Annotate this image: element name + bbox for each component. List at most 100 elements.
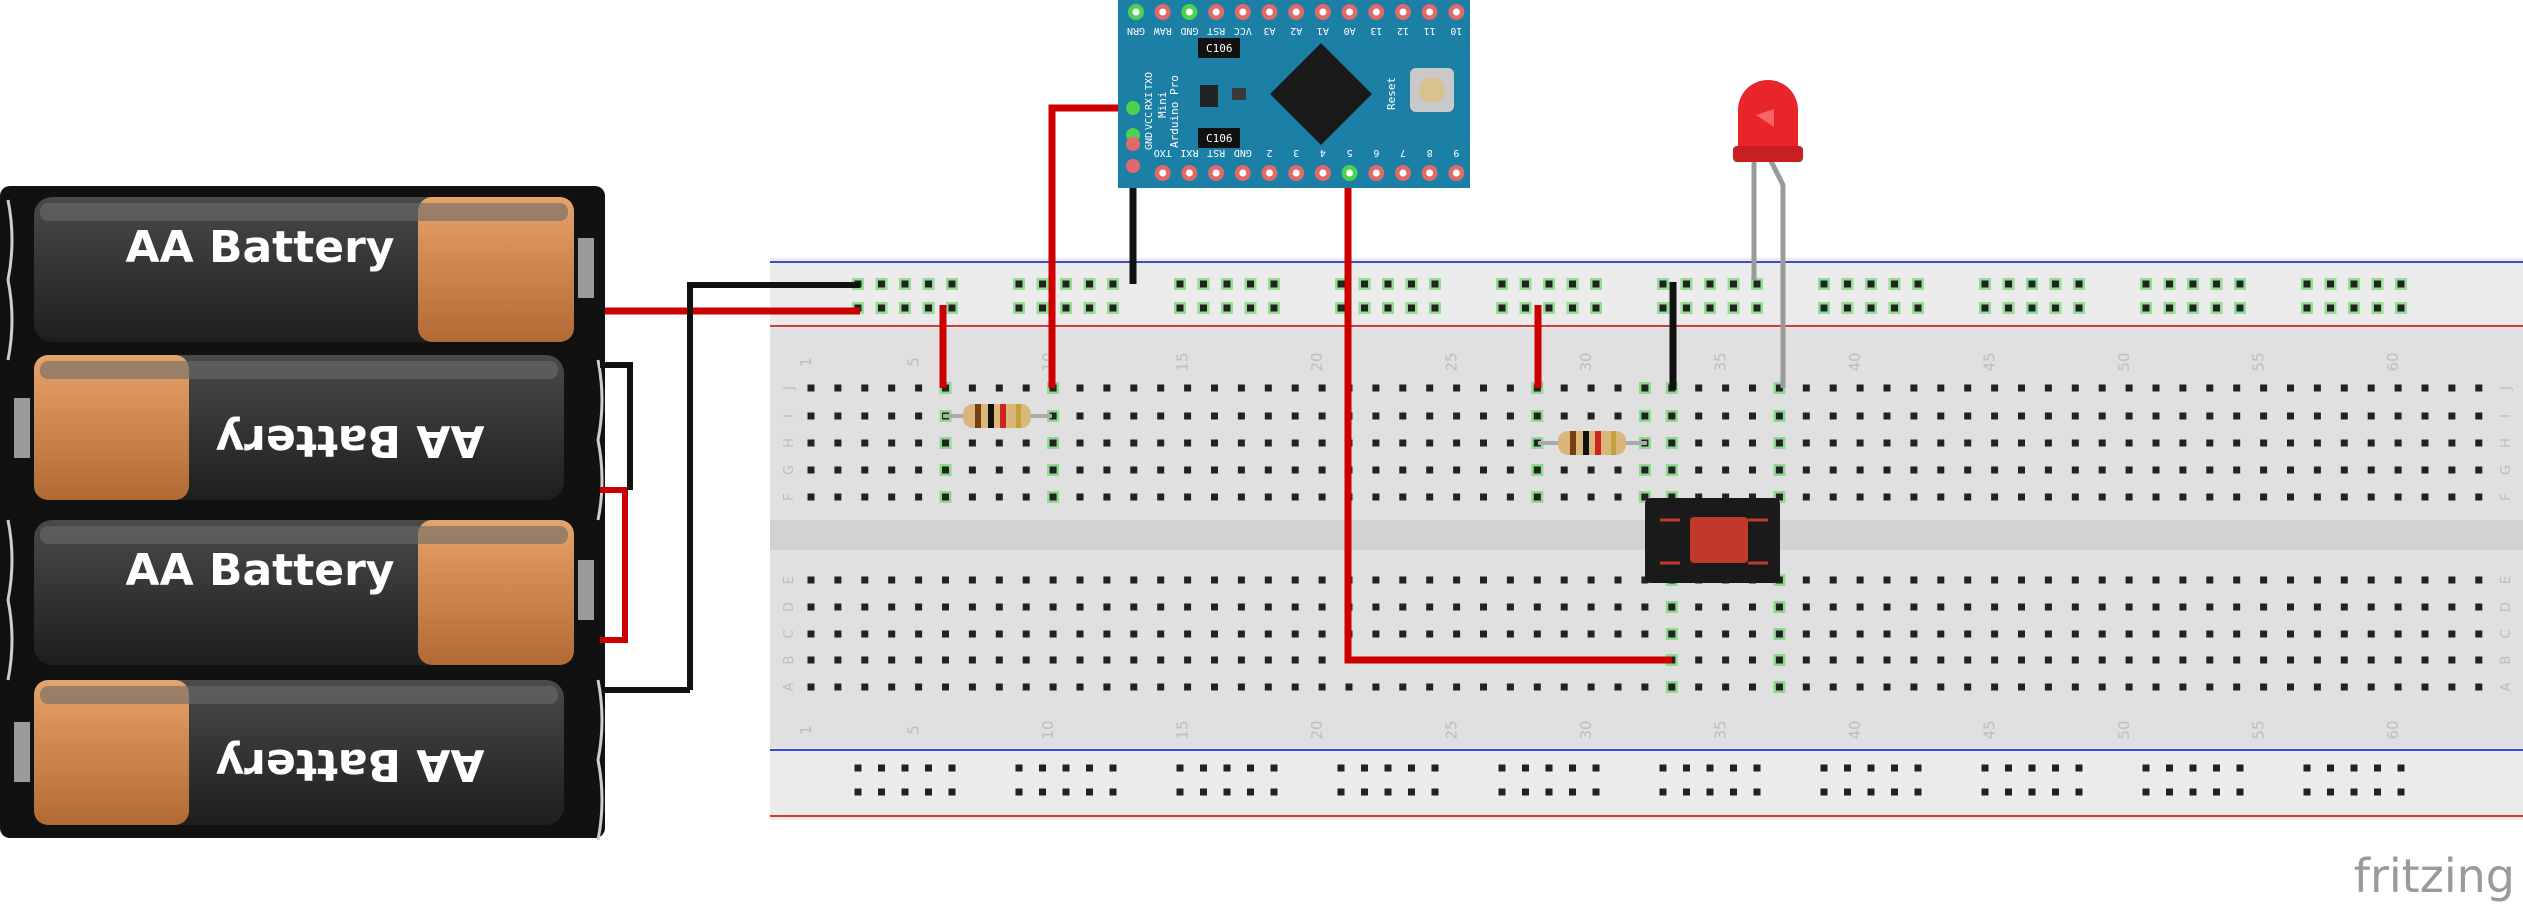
breadboard-hole[interactable]: [1964, 439, 1972, 447]
breadboard-hole[interactable]: [1211, 683, 1218, 691]
breadboard-hole[interactable]: [995, 439, 1003, 447]
rail-hole[interactable]: [1039, 764, 1046, 772]
breadboard-hole[interactable]: [1722, 439, 1730, 447]
breadboard-hole[interactable]: [968, 439, 976, 447]
rail-hole[interactable]: [1361, 304, 1368, 312]
breadboard-hole[interactable]: [1668, 493, 1676, 501]
breadboard-hole[interactable]: [942, 603, 949, 611]
breadboard-hole[interactable]: [1399, 384, 1407, 392]
rail-hole[interactable]: [1200, 304, 1207, 312]
breadboard-hole[interactable]: [1157, 683, 1165, 691]
breadboard-hole[interactable]: [2179, 439, 2187, 447]
rail-hole[interactable]: [1086, 788, 1093, 796]
breadboard-hole[interactable]: [1964, 493, 1972, 501]
rail-hole[interactable]: [1545, 764, 1553, 772]
breadboard-hole[interactable]: [2071, 683, 2079, 691]
breadboard-hole[interactable]: [1856, 683, 1864, 691]
breadboard-hole[interactable]: [861, 683, 869, 691]
breadboard-hole[interactable]: [1506, 439, 1514, 447]
breadboard-hole[interactable]: [1318, 493, 1326, 501]
rail-hole[interactable]: [1522, 304, 1529, 312]
breadboard-hole[interactable]: [1829, 656, 1837, 664]
rail-hole[interactable]: [2303, 304, 2311, 312]
breadboard-hole[interactable]: [1506, 466, 1514, 474]
breadboard-hole[interactable]: [1802, 493, 1810, 501]
breadboard-hole[interactable]: [2179, 630, 2187, 638]
breadboard-hole[interactable]: [1103, 683, 1111, 691]
breadboard-hole[interactable]: [2394, 683, 2402, 691]
optocoupler-chip[interactable]: [1645, 498, 1780, 583]
breadboard-hole[interactable]: [2475, 603, 2483, 611]
rail-hole[interactable]: [1361, 764, 1368, 772]
breadboard-hole[interactable]: [2367, 683, 2375, 691]
breadboard-hole[interactable]: [2367, 576, 2375, 584]
breadboard-hole[interactable]: [1829, 576, 1837, 584]
breadboard-hole[interactable]: [968, 384, 976, 392]
breadboard-hole[interactable]: [2313, 683, 2321, 691]
breadboard-hole[interactable]: [1775, 384, 1783, 392]
breadboard-hole[interactable]: [1237, 384, 1245, 392]
breadboard-hole[interactable]: [2367, 603, 2375, 611]
breadboard-hole[interactable]: [2233, 412, 2241, 420]
breadboard-hole[interactable]: [1775, 466, 1783, 474]
breadboard-hole[interactable]: [2313, 603, 2321, 611]
breadboard-hole[interactable]: [2018, 683, 2025, 691]
rail-hole[interactable]: [2350, 280, 2358, 288]
breadboard-hole[interactable]: [1802, 630, 1810, 638]
breadboard-hole[interactable]: [2448, 603, 2456, 611]
breadboard-hole[interactable]: [2340, 630, 2348, 638]
breadboard-hole[interactable]: [2071, 576, 2079, 584]
breadboard-hole[interactable]: [995, 656, 1003, 664]
breadboard-hole[interactable]: [1641, 576, 1649, 584]
rail-hole[interactable]: [2028, 788, 2036, 796]
breadboard-hole[interactable]: [2125, 384, 2133, 392]
breadboard-hole[interactable]: [2018, 603, 2025, 611]
breadboard-hole[interactable]: [1130, 656, 1138, 664]
breadboard-hole[interactable]: [2044, 439, 2052, 447]
breadboard-hole[interactable]: [1318, 683, 1326, 691]
breadboard-hole[interactable]: [1372, 576, 1380, 584]
breadboard-hole[interactable]: [834, 439, 842, 447]
breadboard-hole[interactable]: [2287, 603, 2294, 611]
breadboard-hole[interactable]: [1749, 656, 1756, 664]
breadboard-hole[interactable]: [1533, 603, 1541, 611]
breadboard-hole[interactable]: [2098, 412, 2106, 420]
breadboard-hole[interactable]: [834, 683, 842, 691]
breadboard-hole[interactable]: [1291, 439, 1299, 447]
rail-hole[interactable]: [1109, 304, 1117, 312]
breadboard-hole[interactable]: [888, 656, 896, 664]
rail-hole[interactable]: [1981, 764, 1989, 772]
breadboard-hole[interactable]: [1883, 683, 1891, 691]
breadboard-hole[interactable]: [1722, 656, 1730, 664]
breadboard-hole[interactable]: [1076, 576, 1084, 584]
breadboard-hole[interactable]: [915, 439, 923, 447]
breadboard-hole[interactable]: [1318, 603, 1326, 611]
rail-hole[interactable]: [2374, 764, 2381, 772]
breadboard-hole[interactable]: [2233, 384, 2241, 392]
rail-hole[interactable]: [2052, 764, 2059, 772]
breadboard-hole[interactable]: [2152, 384, 2160, 392]
breadboard-hole[interactable]: [2475, 656, 2483, 664]
breadboard-hole[interactable]: [1695, 630, 1703, 638]
breadboard-hole[interactable]: [1372, 493, 1380, 501]
breadboard-hole[interactable]: [2340, 683, 2348, 691]
breadboard-hole[interactable]: [1291, 630, 1299, 638]
breadboard-hole[interactable]: [2071, 384, 2079, 392]
breadboard-hole[interactable]: [1264, 439, 1272, 447]
breadboard-hole[interactable]: [1184, 630, 1192, 638]
breadboard-hole[interactable]: [2260, 576, 2268, 584]
breadboard-hole[interactable]: [1372, 683, 1380, 691]
breadboard-hole[interactable]: [1883, 630, 1891, 638]
rail-hole[interactable]: [1753, 280, 1761, 288]
breadboard-hole[interactable]: [1937, 466, 1945, 474]
breadboard-hole[interactable]: [1937, 630, 1945, 638]
rail-hole[interactable]: [1223, 280, 1231, 288]
breadboard-hole[interactable]: [2340, 466, 2348, 474]
rail-hole[interactable]: [1384, 304, 1392, 312]
breadboard-hole[interactable]: [1775, 656, 1783, 664]
breadboard-hole[interactable]: [2260, 493, 2268, 501]
breadboard-hole[interactable]: [2394, 493, 2402, 501]
breadboard-hole[interactable]: [807, 683, 815, 691]
breadboard-hole[interactable]: [1184, 384, 1192, 392]
